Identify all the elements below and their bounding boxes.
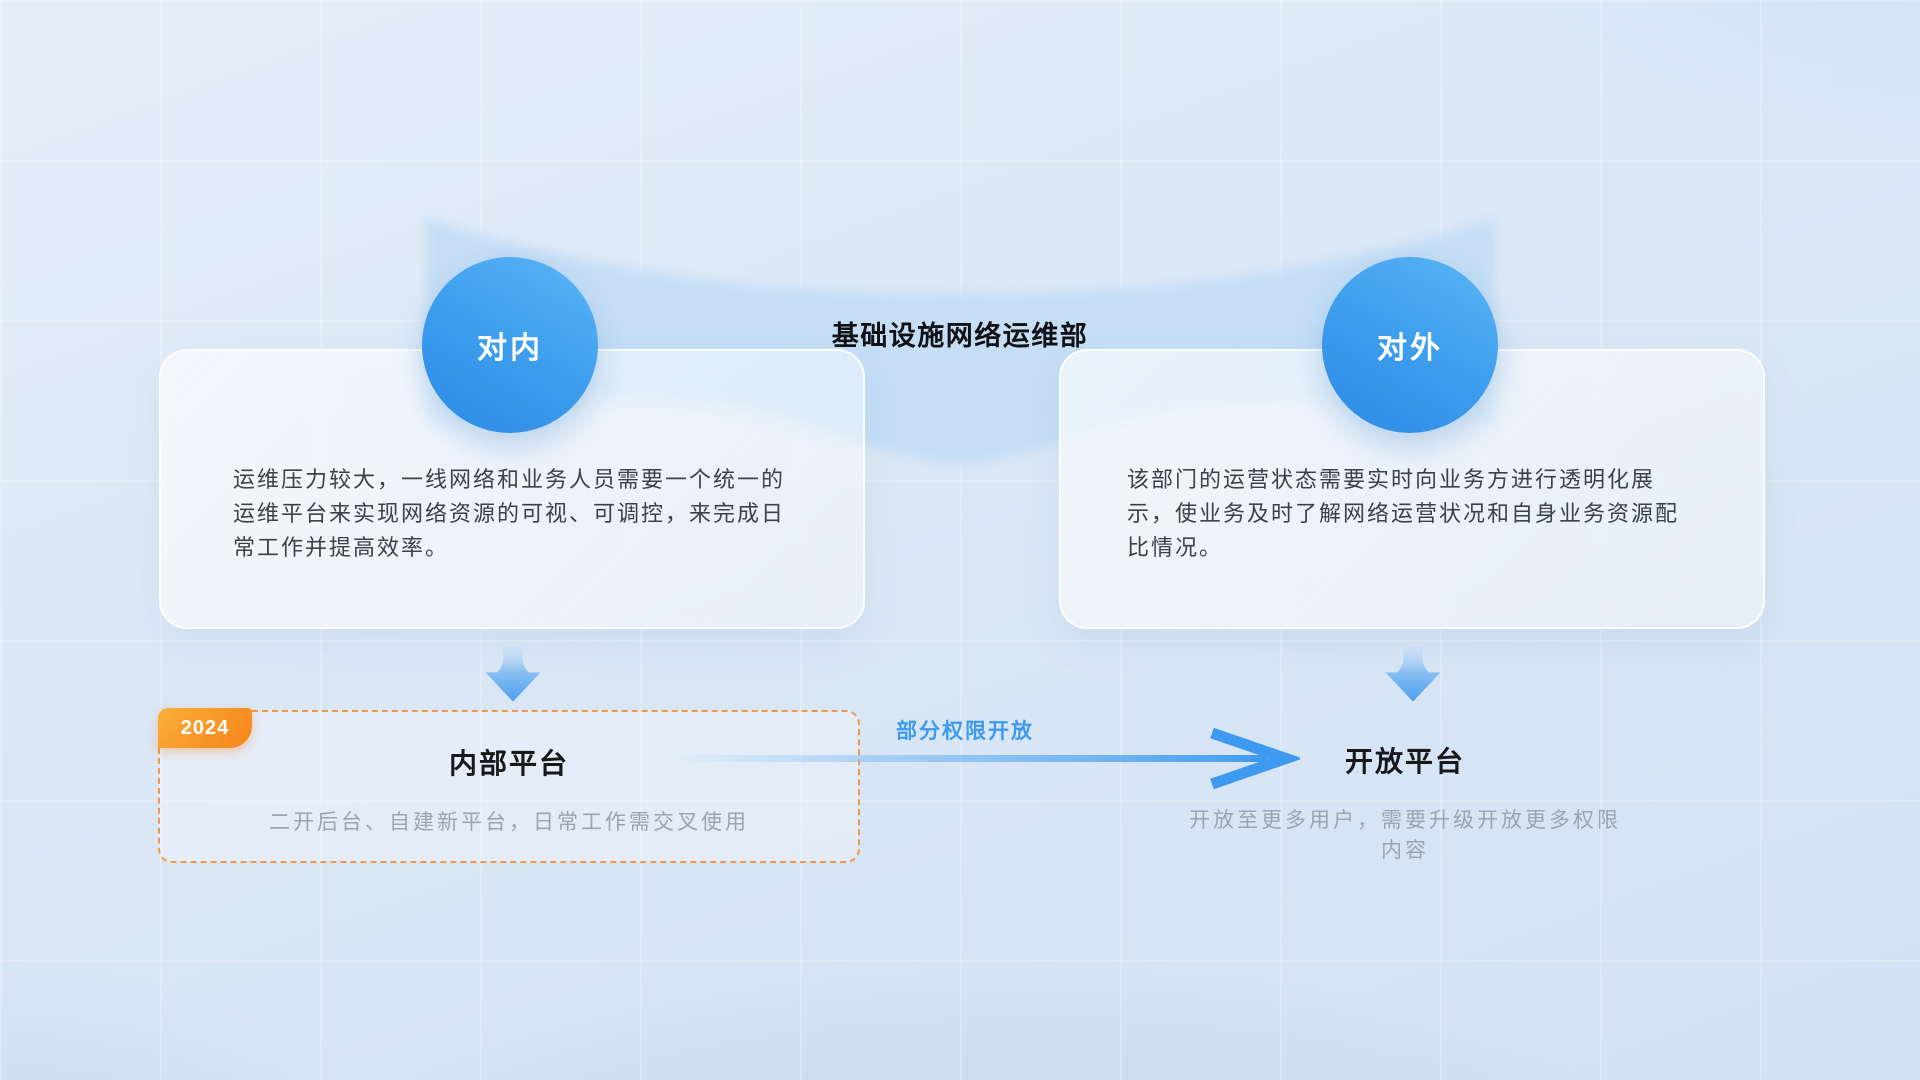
external-card: 该部门的运营状态需要实时向业务方进行透明化展示，使业务及时了解网络运营状况和自身… <box>1059 349 1765 629</box>
page-title: 基础设施网络运维部 <box>831 321 1089 351</box>
external-platform-note: 开放至更多用户，需要升级开放更多权限内容 <box>1189 809 1621 862</box>
circle-external-label: 对外 <box>1377 332 1443 365</box>
internal-description: 运维压力较大，一线网络和业务人员需要一个统一的运维平台来实现网络资源的可视、可调… <box>233 467 786 560</box>
circle-internal: 对内 <box>422 257 598 433</box>
down-arrow-icon <box>485 645 541 702</box>
external-platform-group: 开放平台 开放至更多用户，需要升级开放更多权限内容 <box>1180 710 1630 864</box>
circle-internal-label: 对内 <box>477 332 543 365</box>
flow-arrow-icon <box>672 728 1300 790</box>
circle-external: 对外 <box>1322 257 1498 433</box>
external-platform-title: 开放平台 <box>1344 746 1465 777</box>
year-badge: 2024 <box>158 708 252 748</box>
internal-platform-title: 内部平台 <box>448 748 569 779</box>
external-description: 该部门的运营状态需要实时向业务方进行透明化展示，使业务及时了解网络运营状况和自身… <box>1127 467 1680 560</box>
down-arrow-icon <box>1385 645 1441 702</box>
flow-arrow-label: 部分权限开放 <box>896 720 1034 743</box>
internal-platform-box: 2024 内部平台 二开后台、自建新平台，日常工作需交叉使用 <box>158 708 860 863</box>
internal-platform-note: 二开后台、自建新平台，日常工作需交叉使用 <box>269 811 749 834</box>
